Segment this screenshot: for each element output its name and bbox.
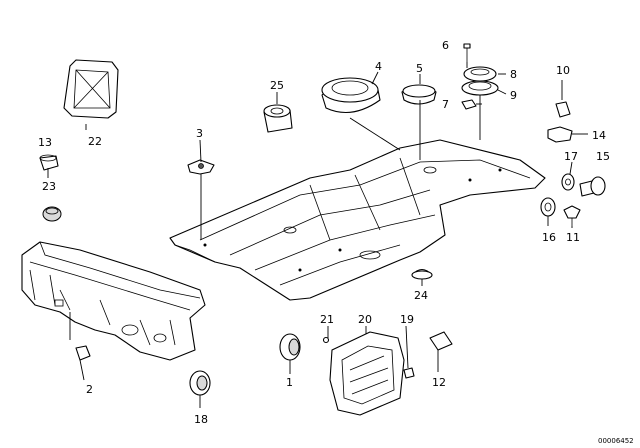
label-17: 17 — [564, 150, 578, 163]
label-5: 5 — [416, 62, 423, 75]
part-13-plug — [39, 154, 59, 171]
label-14: 14 — [592, 129, 606, 142]
label-24: 24 — [414, 289, 428, 302]
label-25: 25 — [270, 79, 284, 92]
cowl-panel — [21, 241, 206, 361]
label-1: 1 — [286, 376, 293, 389]
label-9: 9 — [510, 89, 517, 102]
part-labels: 1 2 3 4 5 6 7 8 9 10 11 12 13 14 15 16 1… — [38, 39, 634, 445]
part-24-cap — [411, 268, 433, 280]
label-12: 12 — [432, 376, 446, 389]
part-16-washer — [540, 197, 556, 217]
label-8: 8 — [510, 68, 517, 81]
part-8-ring — [463, 66, 497, 82]
reference-code: 00006452 — [598, 437, 634, 445]
label-20: 20 — [358, 313, 372, 326]
cowl-clip — [75, 345, 91, 361]
part-14-block — [547, 126, 573, 143]
leader-lines — [47, 62, 588, 408]
part-18-grommet — [189, 370, 211, 396]
label-19: 19 — [400, 313, 414, 326]
part-7-nut — [461, 99, 477, 110]
label-23: 23 — [42, 180, 56, 193]
label-3: 3 — [196, 127, 203, 140]
part-20-plate — [329, 331, 405, 416]
floor-pan — [169, 139, 546, 301]
part-25-grommet — [263, 104, 293, 133]
part-3-clip — [187, 159, 215, 175]
part-12-pad — [429, 331, 453, 351]
label-7: 7 — [442, 98, 449, 111]
label-2: 2 — [86, 383, 93, 396]
label-15: 15 — [596, 150, 610, 163]
label-16: 16 — [542, 231, 556, 244]
part-23-cap — [42, 206, 62, 222]
part-6-screw — [463, 43, 471, 62]
part-22-cover — [63, 59, 119, 119]
label-4: 4 — [375, 60, 382, 73]
part-5-cap — [401, 84, 437, 105]
label-13: 13 — [38, 136, 52, 149]
part-21-clip — [322, 336, 330, 344]
part-17-washer — [561, 173, 575, 191]
part-15-bolt — [579, 176, 606, 197]
part-4-cover — [321, 77, 381, 114]
part-1-grommet — [279, 333, 301, 361]
label-18: 18 — [194, 413, 208, 426]
label-21: 21 — [320, 313, 334, 326]
label-6: 6 — [442, 39, 449, 52]
label-10: 10 — [556, 64, 570, 77]
part-11-bolt — [563, 205, 581, 226]
part-9-seal — [461, 80, 499, 96]
label-22: 22 — [88, 135, 102, 148]
label-11: 11 — [566, 231, 580, 244]
part-19-nut — [403, 367, 415, 379]
part-10-plug — [555, 101, 571, 118]
